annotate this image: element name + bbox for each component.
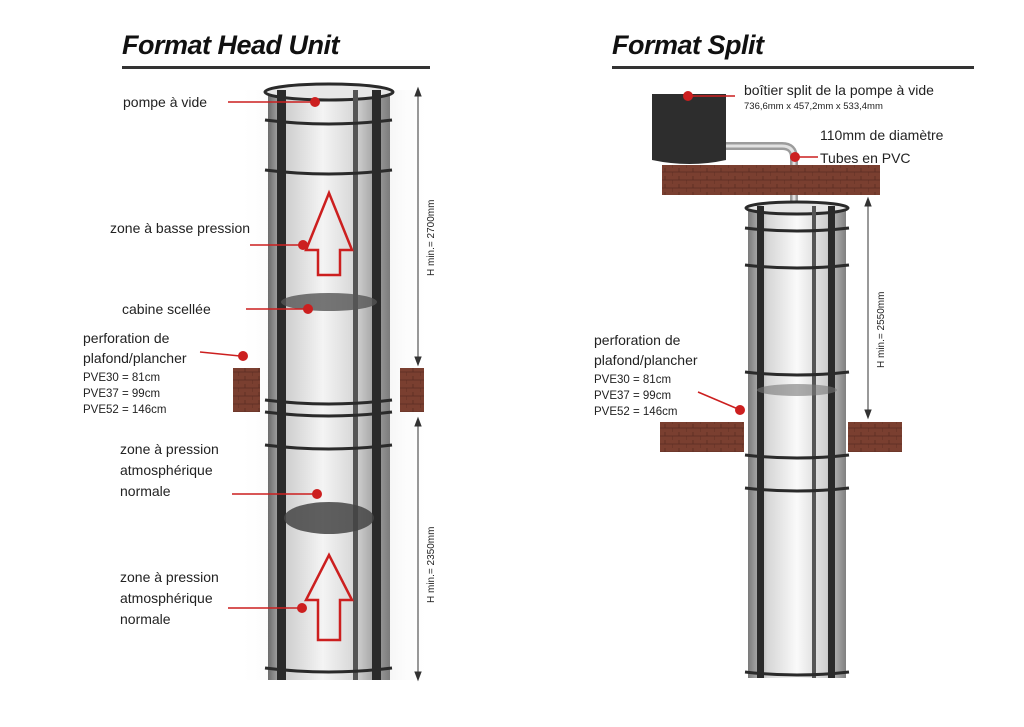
label-zone2-l3: normale <box>120 611 171 627</box>
label-diameter: 110mm de diamètre <box>820 127 944 143</box>
left-markers <box>238 97 322 613</box>
label-split-box: boîtier split de la pompe à vide <box>744 82 934 98</box>
label-split-pve37: PVE37 = 99cm <box>594 390 672 402</box>
cabin-disc-lower <box>284 502 374 534</box>
left-title: Format Head Unit <box>122 30 340 60</box>
floor-slab-right <box>848 422 902 452</box>
label-zone1-l2: atmosphérique <box>120 462 213 478</box>
right-title-rule <box>612 66 974 69</box>
right-dimension-line <box>864 196 872 420</box>
label-zone2-l2: atmosphérique <box>120 590 213 606</box>
label-zone1-l1: zone à pression <box>120 441 219 457</box>
label-cabin: cabine scellée <box>122 301 211 317</box>
right-markers <box>683 91 800 415</box>
dimension-upper: H min.= 2700mm <box>426 199 437 276</box>
head-unit-elevator <box>238 82 432 680</box>
arrow-up-upper-icon <box>304 189 354 277</box>
marker-pump <box>310 97 320 107</box>
split-left-rail <box>757 206 764 678</box>
ceiling-slab <box>662 165 880 195</box>
label-split-pve52: PVE52 = 146cm <box>594 406 678 418</box>
label-low-pressure: zone à basse pression <box>110 220 251 236</box>
split-unit <box>652 94 902 678</box>
right-rail <box>372 90 381 680</box>
label-perforation-l1: perforation de <box>83 330 170 346</box>
left-rail <box>277 90 286 680</box>
label-split-pve30: PVE30 = 81cm <box>594 374 672 386</box>
left-dimension-lines <box>414 86 422 682</box>
left-title-rule <box>122 66 430 69</box>
split-cabin-disc <box>757 384 837 396</box>
label-pvc: Tubes en PVC <box>820 150 911 166</box>
split-top-cap <box>744 200 850 216</box>
marker-perforation <box>238 351 248 361</box>
split-right-rail <box>828 206 835 678</box>
frame-rings <box>264 118 393 674</box>
label-split-box-size: 736,6mm x 457,2mm x 533,4mm <box>744 101 883 112</box>
top-cap <box>263 82 395 102</box>
right-leader-lines <box>688 95 818 410</box>
label-pump: pompe à vide <box>123 94 208 110</box>
label-split-perforation-l1: perforation de <box>594 332 681 348</box>
pump-box <box>652 94 726 164</box>
label-pve52: PVE52 = 146cm <box>83 404 167 416</box>
marker-split-perforation <box>735 405 745 415</box>
right-title: Format Split <box>612 30 764 60</box>
arrow-up-lower-icon <box>303 552 355 642</box>
inner-rail <box>353 90 358 680</box>
glass-tube <box>268 90 390 680</box>
label-split-perforation-l2: plafond/plancher <box>594 352 698 368</box>
split-frame-rings <box>744 226 850 677</box>
floor-slab-left <box>660 422 744 452</box>
label-pve37: PVE37 = 99cm <box>83 388 161 400</box>
label-pve30: PVE30 = 81cm <box>83 372 161 384</box>
split-inner-rail <box>812 206 816 678</box>
label-zone1-l3: normale <box>120 483 171 499</box>
marker-cabin <box>303 304 313 314</box>
dimension-split: H min.= 2550mm <box>876 291 887 368</box>
slab-left-b <box>400 368 424 412</box>
marker-box <box>683 91 693 101</box>
marker-pipe <box>790 152 800 162</box>
label-zone2-l1: zone à pression <box>120 569 219 585</box>
slab-left-a <box>233 368 260 412</box>
marker-zone1 <box>312 489 322 499</box>
marker-low-pressure <box>298 240 308 250</box>
dimension-lower: H min.= 2350mm <box>426 526 437 603</box>
label-perforation-l2: plafond/plancher <box>83 350 187 366</box>
marker-zone2 <box>297 603 307 613</box>
left-leader-lines <box>199 101 314 609</box>
